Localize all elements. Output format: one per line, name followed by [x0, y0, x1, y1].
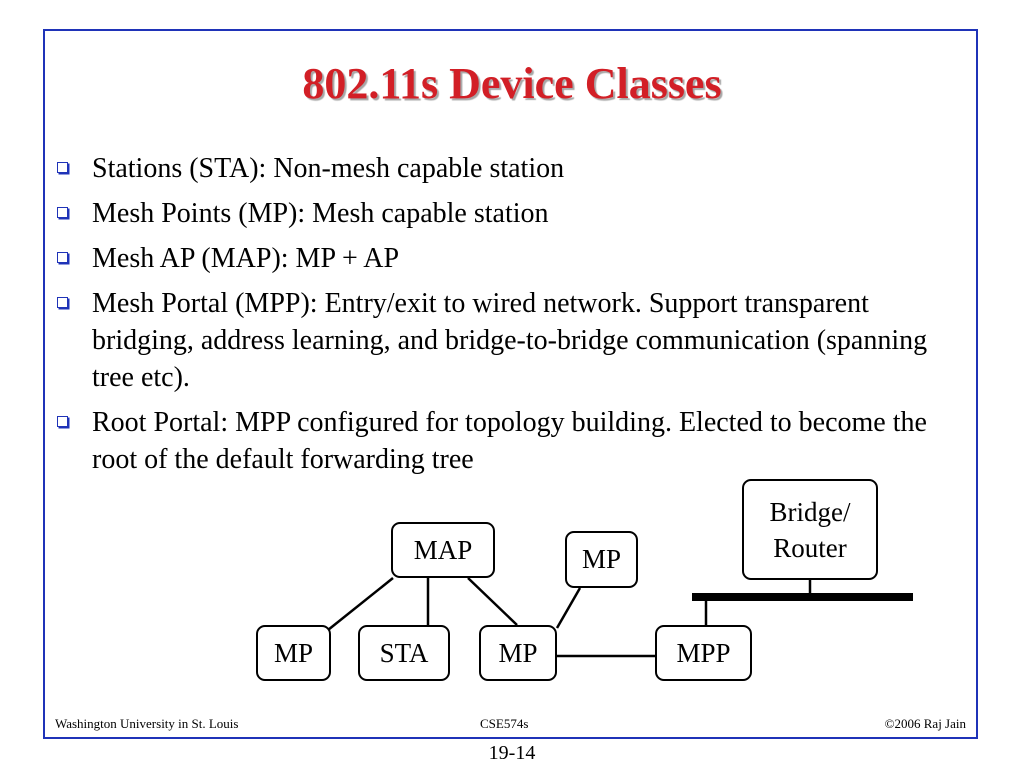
slide-number: 19-14 — [488, 742, 536, 764]
link-map-mp-left — [327, 577, 394, 631]
square-bullet-icon — [57, 252, 68, 263]
mp-node-center: MP — [479, 625, 557, 681]
mpp-node: MPP — [655, 625, 752, 681]
footer-copyright: ©2006 Raj Jain — [884, 716, 966, 731]
mp-node-top: MP — [565, 531, 638, 588]
slide-frame — [43, 29, 978, 739]
bullet-text: Mesh Points (MP): Mesh capable station — [92, 198, 549, 229]
bullet-item: Root Portal: MPP configured for topology… — [55, 404, 955, 478]
mp-node-left: MP — [256, 625, 331, 681]
bridge-router-label-line2: Router — [773, 532, 847, 563]
sta-node-label: STA — [379, 637, 429, 668]
bridge-router-node: Bridge/ Router — [742, 479, 878, 580]
bullet-text: Root Portal: MPP configured for topology… — [92, 407, 927, 475]
bullet-text: Mesh AP (MAP): MP + AP — [92, 243, 400, 274]
bullet-text: Mesh Portal (MPP): Entry/exit to wired n… — [92, 288, 928, 393]
mp-node-top-label: MP — [581, 544, 622, 574]
sta-node: STA — [358, 625, 450, 681]
link-mp-top-mp-center — [555, 587, 582, 629]
bullet-item: Mesh AP (MAP): MP + AP — [55, 240, 955, 277]
mp-node-left-label: MP — [273, 637, 314, 668]
footer-course: CSE574s — [480, 716, 529, 731]
bridge-router-label-line1: Bridge/ — [769, 496, 851, 527]
footer-institution: Washington University in St. Louis — [55, 716, 239, 731]
link-map-mp-center — [467, 577, 518, 626]
mpp-node-label: MPP — [676, 637, 731, 668]
mp-node-center-label: MP — [498, 637, 538, 668]
slide-title: 802.11s Device Classes — [302, 59, 722, 108]
square-bullet-icon — [57, 207, 68, 218]
square-bullet-icon — [57, 297, 68, 308]
map-node: MAP — [391, 522, 495, 578]
bullet-item: Mesh Portal (MPP): Entry/exit to wired n… — [55, 285, 955, 396]
square-bullet-icon — [57, 416, 68, 427]
map-node-label: MAP — [413, 534, 473, 565]
square-bullet-icon — [57, 162, 68, 173]
bullet-item: Mesh Points (MP): Mesh capable station — [55, 195, 955, 232]
bullet-list: Stations (STA): Non-mesh capable station… — [55, 150, 955, 486]
bullet-text: Stations (STA): Non-mesh capable station — [92, 153, 565, 184]
bullet-item: Stations (STA): Non-mesh capable station — [55, 150, 955, 187]
